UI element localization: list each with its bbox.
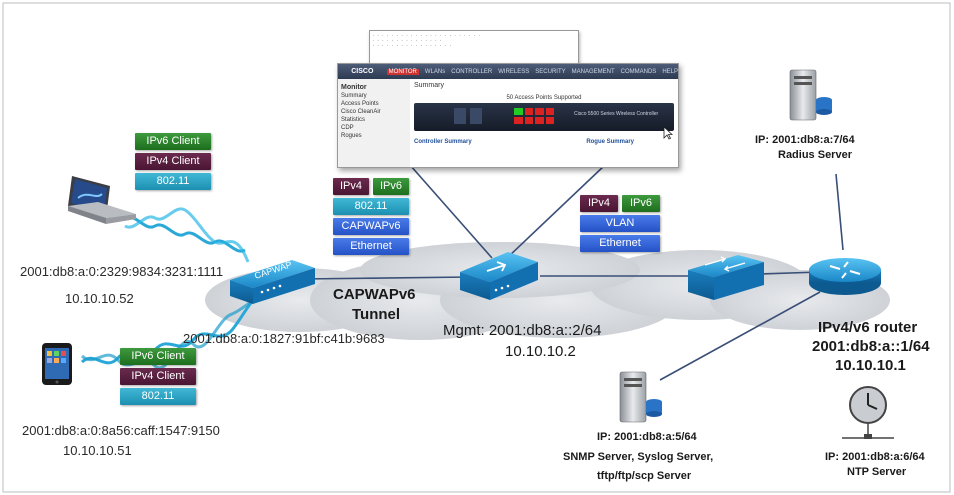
radius-server-icon [789, 69, 832, 121]
gui-menu-item: CONTROLLER [451, 68, 493, 75]
router-label-2: 2001:db8:a::1/64 [812, 338, 930, 355]
laptop-icon [68, 176, 136, 224]
ntp-ip: IP: 2001:db8:a:6/64 [825, 451, 926, 463]
gui-menu-item: MANAGEMENT [571, 68, 615, 75]
router-label-3: 10.10.10.1 [835, 357, 906, 374]
laptop-ipv4: 10.10.10.52 [65, 291, 134, 306]
gui-sidebar-item: Rogues [341, 133, 362, 139]
ipv4-client-label: IPv4 Client [135, 153, 211, 170]
laptop-ipv6: 2001:db8:a:0:2329:9834:3231:1111 [20, 264, 223, 279]
cisco-logo: CISCO [351, 68, 374, 75]
wlc-gui-screenshot: CISCO MONITOR WLANs CONTROLLER WIRELESS … [337, 63, 679, 168]
gui-sidebar: Monitor Summary Access Points Cisco Clea… [338, 79, 410, 167]
gui-menu: MONITOR WLANs CONTROLLER WIRELESS SECURI… [386, 68, 678, 75]
gui-menu-item: SECURITY [535, 68, 566, 75]
links [299, 164, 844, 381]
wlc-icon [460, 252, 538, 300]
gui-menu-item: HELP [662, 68, 678, 75]
gui-section-right: Rogue Summary [586, 139, 634, 145]
tablet-protocol-stack: IPv6 Client IPv4 Client 802.11 [120, 348, 196, 408]
gui-menu-item: MONITOR [386, 68, 419, 75]
ethernet-label: Ethernet [580, 235, 660, 252]
gui-sidebar-item: Access Points [341, 101, 379, 107]
cli-terminal-thumbnail: · · · · · · · · · · · · · · · · · · · · … [369, 30, 579, 66]
gui-section-left: Controller Summary [414, 139, 472, 145]
ntp-role: NTP Server [847, 466, 907, 478]
laptop-protocol-stack: IPv6 Client IPv4 Client 802.11 [135, 133, 211, 193]
gui-sidebar-item: Statistics [341, 117, 366, 123]
ipv6-client-label: IPv6 Client [135, 133, 211, 150]
radius-ip: IP: 2001:db8:a:7/64 [755, 134, 856, 146]
snmp-role-1: SNMP Server, Syslog Server, [563, 451, 713, 463]
snmp-server-icon [619, 371, 662, 423]
ntp-clock-icon [842, 386, 894, 439]
wifi-label: 802.11 [333, 198, 409, 215]
tunnel-label-2: Tunnel [352, 306, 400, 323]
wlc-ipv4: 10.10.10.2 [505, 343, 576, 360]
snmp-role-2: tftp/ftp/scp Server [597, 470, 692, 482]
switch-protocol-stack: IPv4 IPv6 VLAN Ethernet [580, 195, 660, 255]
snmp-ip: IP: 2001:db8:a:5/64 [597, 431, 698, 443]
gui-sidebar-title: Monitor [341, 84, 367, 91]
wlc-protocol-stack: IPv4 IPv6 802.11 CAPWAPv6 Ethernet [333, 178, 409, 258]
ipv6-client-label: IPv6 Client [120, 348, 196, 365]
wifi-label: 802.11 [120, 388, 196, 405]
gui-device-panel: Cisco 5500 Series Wireless Controller [414, 103, 674, 131]
router-icon [809, 258, 881, 295]
ipv6-label: IPv6 [622, 195, 660, 212]
gui-device-caption: Cisco 5500 Series Wireless Controller [574, 111, 659, 117]
ipv6-label: IPv6 [373, 178, 409, 195]
ap-ipv6: 2001:db8:a:0:1827:91bf:c41b:9683 [183, 331, 385, 346]
capwapv6-label: CAPWAPv6 [333, 218, 409, 235]
tablet-ipv4: 10.10.10.51 [63, 443, 132, 458]
tablet-ipv6: 2001:db8:a:0:8a56:caff:1547:9150 [22, 423, 220, 438]
gui-menu-item: WLANs [424, 68, 446, 75]
radius-role: Radius Server [778, 149, 853, 161]
wireless-link-laptop [124, 207, 250, 263]
gui-top-bar: CISCO MONITOR WLANs CONTROLLER WIRELESS … [338, 64, 678, 79]
gui-panel-caption: 50 Access Points Supported [506, 95, 582, 101]
gui-sidebar-item: CDP [341, 125, 354, 131]
ethernet-label: Ethernet [333, 238, 409, 255]
gui-menu-item: COMMANDS [620, 68, 657, 75]
tablet-icon [42, 343, 72, 385]
ipv4-label: IPv4 [580, 195, 618, 212]
router-label-1: IPv4/v6 router [818, 319, 917, 336]
switch-icon [688, 255, 764, 300]
wlc-mgmt: Mgmt: 2001:db8:a::2/64 [443, 322, 601, 339]
vlan-label: VLAN [580, 215, 660, 232]
ipv4-client-label: IPv4 Client [120, 368, 196, 385]
gui-sidebar-item: Cisco CleanAir [341, 109, 381, 115]
wifi-label: 802.11 [135, 173, 211, 190]
gui-menu-item: WIRELESS [498, 68, 530, 75]
tunnel-label-1: CAPWAPv6 [333, 286, 416, 303]
gui-page-title: Summary [414, 82, 444, 89]
gui-sidebar-item: Summary [341, 93, 367, 99]
gui-main: Summary 50 Access Points Supported Cisco… [414, 82, 674, 167]
ipv4-label: IPv4 [333, 178, 369, 195]
mouse-cursor-icon [663, 126, 673, 140]
